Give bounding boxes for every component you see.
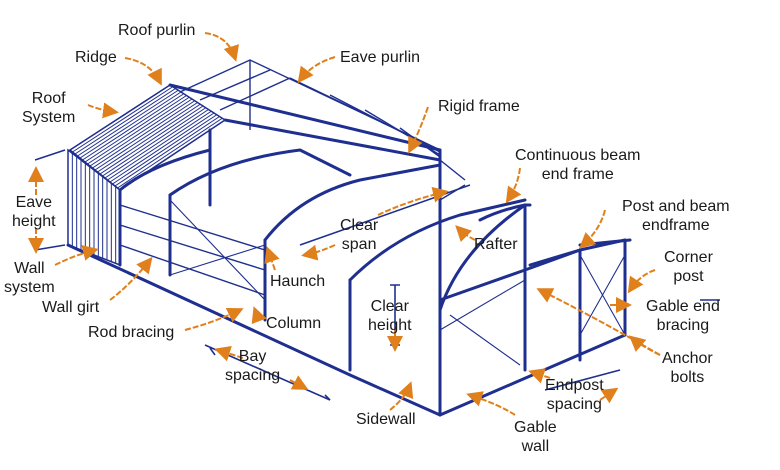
- roof-corrugation: [82, 93, 185, 161]
- label-wall-system: Wall system: [4, 260, 55, 296]
- roof-corrugation: [107, 110, 212, 181]
- roof-corrugation: [69, 84, 171, 151]
- label-post-and-beam-endframe: Post and beam endframe: [622, 198, 730, 234]
- roof-corrugation: [102, 107, 207, 177]
- label-rigid-frame: Rigid frame: [438, 98, 520, 115]
- roof-corrugation: [114, 116, 220, 187]
- label-gable-end-bracing: Gable end bracing: [646, 298, 720, 334]
- label-eave-purlin: Eave purlin: [340, 49, 421, 66]
- label-continuous-beam-end-frame: Continuous beam end frame: [515, 147, 641, 183]
- roof-corrugation: [74, 88, 176, 155]
- roof-corrugation: [104, 109, 209, 179]
- roof-sheeting: [68, 84, 227, 191]
- roof-corrugation: [92, 100, 196, 169]
- roof-corrugation: [94, 102, 198, 171]
- roof-corrugation: [112, 114, 218, 185]
- label-gable-wall: Gable wall: [514, 419, 557, 455]
- roof-corrugation: [77, 89, 179, 157]
- label-endpost-spacing: Endpost spacing: [545, 377, 604, 413]
- label-column: Column: [266, 315, 322, 332]
- label-haunch: Haunch: [270, 273, 326, 290]
- roof-corrugation: [97, 103, 201, 173]
- label-rafter: Rafter: [474, 236, 518, 253]
- label-clear-span: Clear span: [340, 217, 379, 253]
- label-corner-post: Corner post: [664, 249, 713, 285]
- label-eave-height: Eave height: [12, 194, 56, 230]
- roof-corrugation: [79, 91, 182, 159]
- roof-corrugation: [84, 95, 187, 163]
- roof-corrugation: [117, 117, 223, 189]
- label-sidewall: Sidewall: [356, 411, 416, 428]
- roof-corrugation: [72, 86, 174, 153]
- label-clear-height: Clear height: [368, 298, 412, 334]
- label-anchor-bolts: Anchor bolts: [662, 350, 713, 386]
- roof-corrugation: [99, 105, 204, 175]
- label-roof-system: Roof System: [22, 90, 76, 126]
- label-bay-spacing: Bay spacing: [225, 348, 281, 384]
- label-rod-bracing: Rod bracing: [88, 324, 175, 341]
- leader-arrows: [28, 32, 661, 416]
- label-ridge: Ridge: [75, 49, 117, 66]
- label-wall-girt: Wall girt: [42, 299, 100, 316]
- roof-corrugation: [87, 96, 190, 165]
- label-roof-purlin: Roof purlin: [118, 22, 196, 39]
- roof-corrugation: [109, 112, 215, 183]
- roof-corrugation: [89, 98, 193, 167]
